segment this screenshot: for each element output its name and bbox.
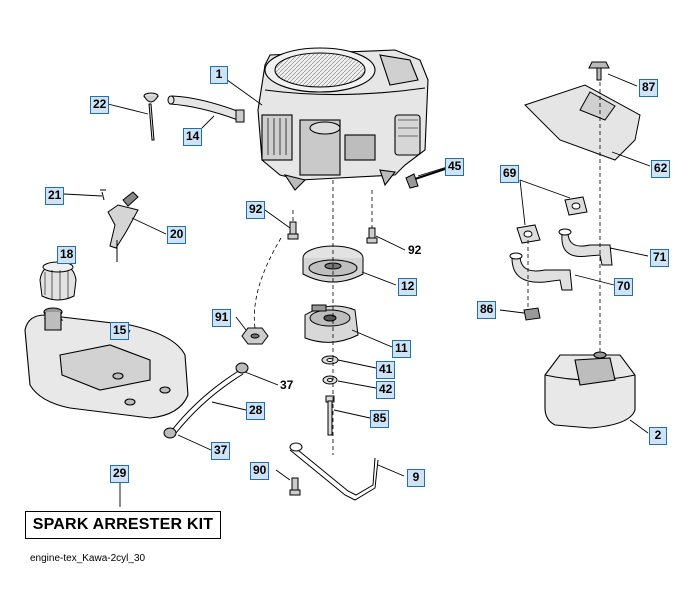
fuel-tank <box>24 307 189 419</box>
heat-shield <box>524 84 641 161</box>
exhaust-pipe-70 <box>509 252 573 291</box>
throttle-bracket <box>100 189 139 262</box>
engine-bolts <box>287 221 378 244</box>
callout-86: 86 <box>477 301 497 319</box>
callout-92-left: 92 <box>246 201 266 219</box>
nut-86 <box>523 307 541 321</box>
callout-85: 85 <box>370 410 390 428</box>
shield-screw <box>588 61 610 81</box>
callout-71: 71 <box>650 249 670 267</box>
dipstick-tube <box>167 95 245 123</box>
callout-22: 22 <box>90 96 110 114</box>
muffler-bolt <box>405 167 449 189</box>
callout-91: 91 <box>212 309 232 327</box>
dipstick <box>143 92 159 141</box>
spacer <box>241 327 269 345</box>
callout-2: 2 <box>649 427 667 445</box>
callout-1: 1 <box>210 66 228 84</box>
rod-bolt <box>289 477 301 496</box>
assembly-lines <box>253 82 601 455</box>
callout-15: 15 <box>110 322 130 340</box>
callout-21: 21 <box>45 187 65 205</box>
callout-70: 70 <box>614 278 634 296</box>
callout-14: 14 <box>183 128 203 146</box>
callout-9: 9 <box>407 469 425 487</box>
callout-92-right: 92 <box>408 243 422 257</box>
callout-42: 42 <box>376 381 396 399</box>
callout-20: 20 <box>167 226 187 244</box>
diagram-caption: engine-tex_Kawa-2cyl_30 <box>30 553 146 564</box>
pto-rod <box>289 442 379 501</box>
fuel-cap <box>39 261 77 301</box>
exhaust-pipe-71 <box>558 228 613 266</box>
callout-41: 41 <box>376 361 396 379</box>
callout-18: 18 <box>57 246 77 264</box>
callout-11: 11 <box>392 340 411 358</box>
clutch-hardware <box>321 355 339 436</box>
callout-45: 45 <box>445 158 465 176</box>
callout-29: 29 <box>110 465 130 483</box>
exhaust-gaskets <box>516 196 588 244</box>
callout-90: 90 <box>250 462 270 480</box>
fuel-line <box>163 362 249 439</box>
callout-12: 12 <box>398 278 418 296</box>
spark-arrester-kit-label: SPARK ARRESTER KIT <box>25 511 221 539</box>
callout-37-upper: 37 <box>280 378 294 392</box>
callout-62: 62 <box>651 160 671 178</box>
pto-clutch <box>304 304 359 343</box>
callout-37-lower: 37 <box>211 442 231 460</box>
callout-28: 28 <box>246 402 266 420</box>
engine <box>257 47 429 191</box>
callout-69: 69 <box>500 165 520 183</box>
callout-87: 87 <box>639 79 659 97</box>
muffler <box>544 351 636 429</box>
